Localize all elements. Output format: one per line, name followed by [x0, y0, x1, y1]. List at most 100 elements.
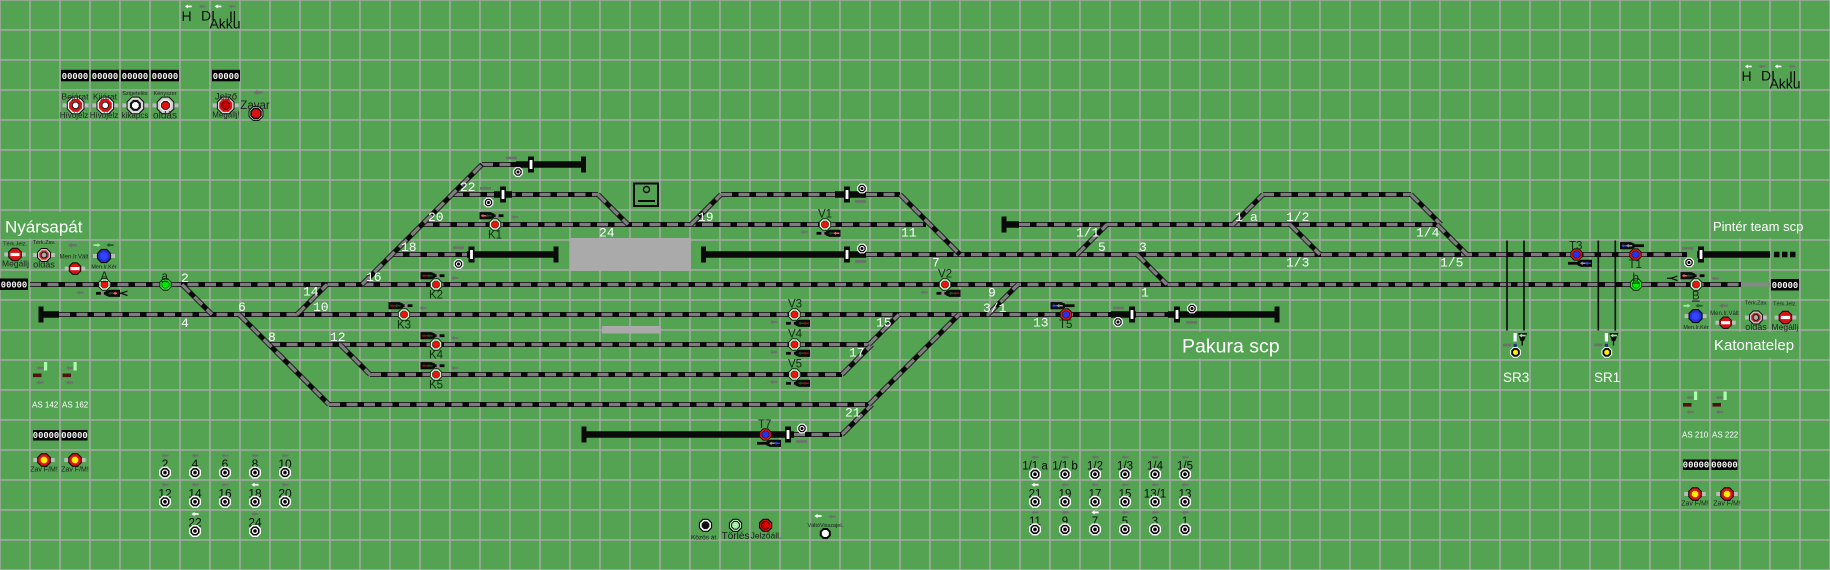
svg-text:00000: 00000	[152, 72, 178, 82]
svg-text:Men.Ir.Kér: Men.Ir.Kér	[91, 265, 117, 271]
svg-text:Il: Il	[1789, 68, 1796, 84]
svg-text:K3: K3	[397, 320, 411, 332]
svg-text:17: 17	[849, 346, 865, 361]
svg-text:1/3: 1/3	[1286, 256, 1309, 271]
svg-text:21: 21	[845, 406, 861, 421]
svg-text:11: 11	[901, 226, 917, 241]
svg-text:Kijárat: Kijárat	[93, 92, 118, 102]
svg-text:15: 15	[876, 316, 892, 331]
svg-text:Akku: Akku	[1769, 76, 1800, 92]
svg-text:V3: V3	[788, 299, 802, 311]
svg-text:Katonatelep: Katonatelep	[1714, 337, 1794, 354]
svg-text:Zav F/M!: Zav F/M!	[30, 467, 58, 474]
svg-text:00000: 00000	[1683, 461, 1709, 471]
svg-text:B: B	[1692, 291, 1700, 303]
svg-text:22: 22	[460, 180, 476, 195]
svg-text:4: 4	[181, 316, 189, 331]
svg-text:00000: 00000	[122, 72, 148, 82]
svg-text:Térk.Jelz.: Térk.Jelz.	[1773, 302, 1797, 308]
svg-text:T5: T5	[1059, 319, 1072, 331]
svg-text:12: 12	[330, 330, 346, 345]
svg-text:a: a	[1250, 210, 1258, 225]
svg-text:Törlés: Törlés	[722, 531, 750, 542]
svg-text:11: 11	[1029, 516, 1041, 528]
svg-text:1: 1	[1141, 286, 1149, 301]
svg-text:Közös át.: Közös át.	[691, 535, 718, 542]
svg-text:1/1 b: 1/1 b	[1052, 461, 1078, 473]
svg-text:1/1 a: 1/1 a	[1022, 461, 1048, 473]
svg-text:oldás: oldás	[1745, 322, 1767, 332]
svg-text:V5: V5	[788, 359, 802, 371]
svg-text:AS 142: AS 142	[32, 401, 59, 410]
svg-text:3: 3	[1152, 516, 1158, 528]
svg-text:2: 2	[181, 271, 189, 286]
svg-text:Akku: Akku	[209, 16, 240, 32]
svg-text:7: 7	[932, 256, 940, 271]
svg-text:V4: V4	[788, 329, 803, 341]
svg-text:9: 9	[988, 286, 996, 301]
svg-text:oldás: oldás	[33, 260, 55, 270]
svg-text:Il: Il	[229, 8, 236, 24]
svg-text:oldás: oldás	[153, 111, 177, 122]
svg-text:DI: DI	[201, 8, 215, 24]
svg-text:V1: V1	[818, 209, 832, 221]
svg-text:5: 5	[1098, 240, 1106, 255]
svg-text:Megállj!: Megállj!	[212, 111, 240, 120]
svg-text:3: 3	[1139, 240, 1147, 255]
svg-text:1/2: 1/2	[1286, 210, 1309, 225]
svg-text:00000: 00000	[213, 72, 239, 82]
svg-text:14: 14	[303, 285, 319, 300]
svg-text:SR1: SR1	[1594, 370, 1620, 385]
svg-text:Zav F/M!: Zav F/M!	[61, 467, 89, 474]
svg-text:00000: 00000	[92, 72, 118, 82]
svg-text:Jelző: Jelző	[215, 92, 237, 103]
svg-text:00000: 00000	[1711, 461, 1737, 471]
svg-text:Szigetelés: Szigetelés	[122, 91, 148, 97]
svg-text:Jelzőáll.: Jelzőáll.	[751, 531, 782, 541]
svg-text:Térk.Zav.: Térk.Zav.	[1745, 301, 1768, 307]
svg-text:24: 24	[599, 226, 615, 241]
svg-text:K5: K5	[429, 380, 443, 392]
svg-text:T7: T7	[758, 419, 771, 431]
svg-text:Men.Ir.Kér: Men.Ir.Kér	[1683, 325, 1709, 331]
svg-text:1: 1	[1182, 516, 1188, 528]
svg-text:18: 18	[401, 240, 417, 255]
svg-text:1/1: 1/1	[1076, 226, 1100, 241]
svg-text:Térk.Jelz.: Térk.Jelz.	[3, 242, 27, 248]
svg-text:00000: 00000	[61, 431, 87, 441]
svg-text:AS 210: AS 210	[1682, 431, 1709, 440]
svg-text:10: 10	[313, 300, 329, 315]
svg-text:16: 16	[366, 270, 382, 285]
svg-text:Térk.Zav.: Térk.Zav.	[33, 240, 56, 246]
svg-text:a: a	[162, 271, 169, 283]
svg-text:V2: V2	[938, 269, 952, 281]
svg-text:Kényszer: Kényszer	[154, 91, 177, 97]
svg-text:6: 6	[238, 300, 246, 315]
svg-text:8: 8	[252, 457, 259, 471]
svg-text:T3: T3	[1569, 241, 1582, 253]
svg-text:Pintér team scp: Pintér team scp	[1713, 219, 1803, 234]
svg-text:K2: K2	[429, 290, 443, 302]
svg-text:T1: T1	[1629, 259, 1642, 271]
svg-text:1/5: 1/5	[1440, 256, 1463, 271]
svg-text:1: 1	[1235, 210, 1243, 225]
svg-text:K4: K4	[429, 350, 444, 362]
svg-text:H: H	[1741, 68, 1751, 84]
svg-text:4: 4	[192, 457, 199, 471]
svg-text:Men.Ir.Vált: Men.Ir.Vált	[1710, 311, 1739, 317]
svg-text:H: H	[181, 8, 191, 24]
svg-text:19: 19	[698, 210, 714, 225]
svg-text:VáltóVisszajel.: VáltóVisszajel.	[807, 523, 843, 529]
svg-text:SR3: SR3	[1503, 370, 1529, 385]
svg-text:6: 6	[222, 457, 229, 471]
svg-text:Megállj: Megállj	[1772, 322, 1799, 332]
svg-text:13: 13	[1033, 316, 1049, 331]
svg-text:A: A	[101, 271, 109, 283]
svg-text:kikapcs: kikapcs	[122, 111, 149, 120]
svg-text:AS 222: AS 222	[1712, 431, 1739, 440]
svg-text:Megállj: Megállj	[2, 259, 29, 269]
svg-text:Nyársapát: Nyársapát	[5, 218, 83, 237]
svg-text:8: 8	[268, 330, 276, 345]
svg-text:Hívójelz: Hívójelz	[90, 111, 118, 120]
svg-text:00000: 00000	[33, 431, 59, 441]
